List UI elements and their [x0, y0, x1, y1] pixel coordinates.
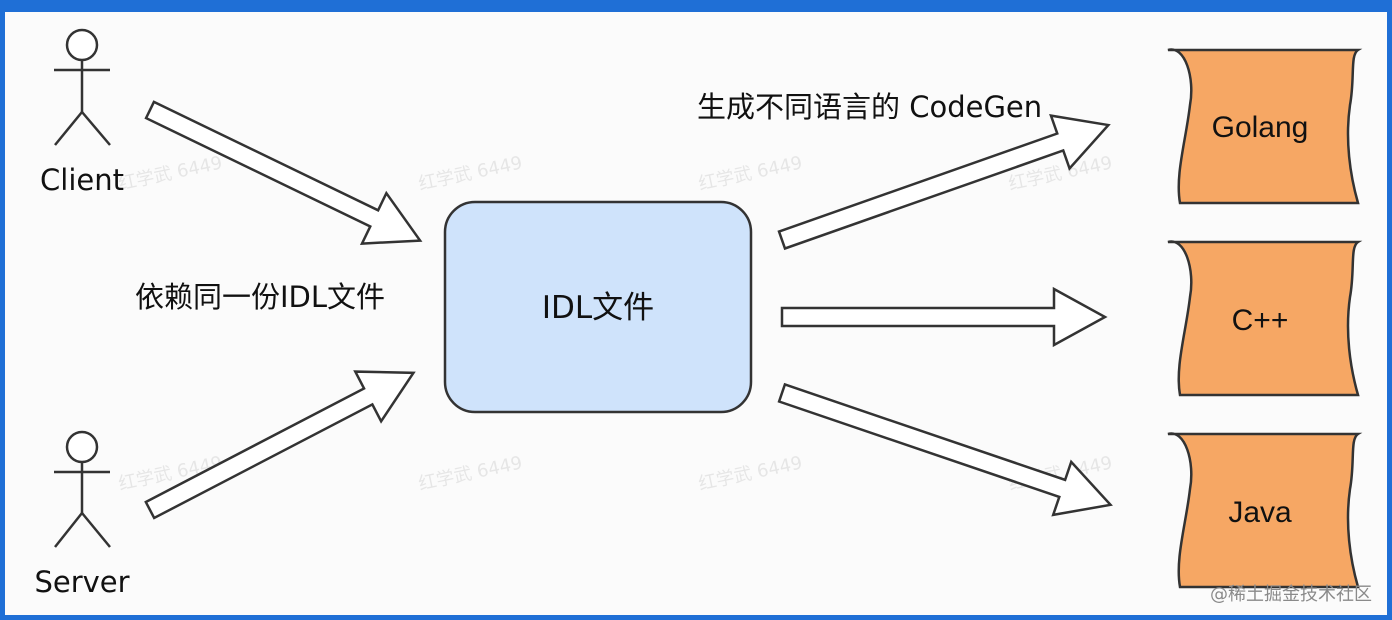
watermark: 红学武 6449 [417, 452, 525, 494]
watermark: 红学武 6449 [117, 152, 225, 194]
client-actor-icon [54, 28, 111, 146]
shared-idl-label: 依赖同一份IDL文件 [135, 280, 385, 314]
source-credit: @稀土掘金技术社区 [1210, 584, 1372, 605]
idl-to-golang-arrow [777, 114, 1111, 251]
watermark: 红学武 6449 [417, 152, 525, 194]
cpp-card [1167, 240, 1363, 397]
server-to-idl-arrow [144, 370, 416, 520]
server-actor-icon [54, 430, 111, 548]
language-label-cpp: C++ [1232, 304, 1289, 337]
language-label-java: Java [1228, 496, 1292, 529]
client-to-idl-arrow [144, 100, 423, 245]
watermark: 红学武 6449 [697, 152, 805, 194]
language-label-golang: Golang [1212, 111, 1309, 144]
idl-to-java-arrow [777, 382, 1113, 517]
server-label: Server [34, 565, 129, 599]
java-card [1167, 432, 1363, 589]
codegen-label: 生成不同语言的 CodeGen [697, 90, 1042, 124]
client-label: Client [40, 163, 124, 197]
idl-file-box [443, 200, 753, 414]
idl-file-label: IDL文件 [542, 290, 654, 326]
idl-to-cpp-arrow [780, 286, 1108, 348]
watermark: 红学武 6449 [697, 452, 805, 494]
golang-card [1167, 48, 1363, 205]
